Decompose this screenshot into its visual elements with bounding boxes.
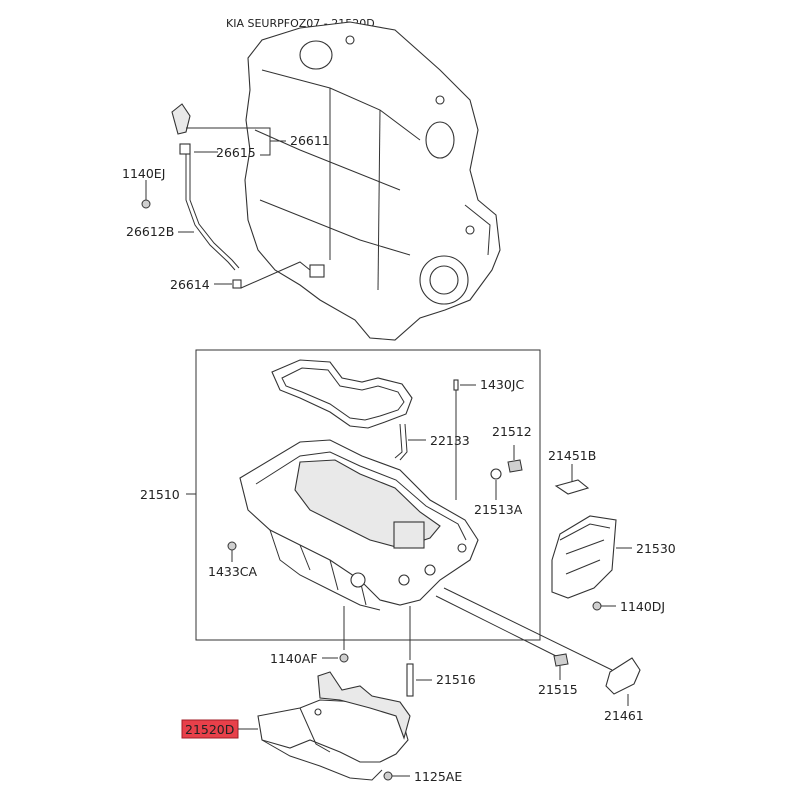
dipstick-assembly [141, 103, 242, 289]
drain-plug [507, 459, 523, 473]
stud-21516 [406, 663, 414, 697]
bolt-1140AF [339, 653, 349, 663]
label-21510[interactable]: 21510 [140, 487, 180, 502]
cover-21461 [605, 657, 641, 695]
label-1140AF[interactable]: 1140AF [270, 651, 318, 666]
engine-boss [309, 264, 325, 278]
label-21513A[interactable]: 21513A [474, 502, 523, 517]
label-1125AE[interactable]: 1125AE [414, 769, 462, 784]
label-21516[interactable]: 21516 [436, 672, 476, 687]
label-21512[interactable]: 21512 [492, 424, 532, 439]
label-26615[interactable]: 26615 [216, 145, 256, 160]
label-1430JC[interactable]: 1430JC [480, 377, 524, 392]
label-21530[interactable]: 21530 [636, 541, 676, 556]
oring-26614 [232, 279, 242, 289]
lower-cover-21520D [257, 671, 411, 781]
label-22133[interactable]: 22133 [430, 433, 470, 448]
label-21520D[interactable]: 21520D [185, 722, 234, 737]
engine-block [244, 21, 501, 341]
dipstick-tube [185, 154, 236, 271]
label-21515[interactable]: 21515 [538, 682, 578, 697]
label-26611[interactable]: 26611 [290, 133, 330, 148]
assembly-frame [195, 349, 541, 641]
dipstick-handle [171, 103, 191, 135]
dipstick-seal [179, 143, 191, 155]
cover-rib [317, 671, 411, 740]
label-1140DJ[interactable]: 1140DJ [620, 599, 665, 614]
oil-pan [239, 439, 479, 611]
baffle-plate-21530 [551, 515, 617, 599]
label-1140EJ[interactable]: 1140EJ [122, 166, 165, 181]
label-1433CA[interactable]: 1433CA [208, 564, 258, 579]
oil-strainer [393, 521, 425, 549]
label-26612B[interactable]: 26612B [126, 224, 174, 239]
label-21451B[interactable]: 21451B [548, 448, 596, 463]
plug-1433CA [227, 541, 237, 551]
baffle-21451B [554, 479, 590, 495]
drain-washer [490, 468, 502, 480]
plug-21515 [553, 653, 569, 667]
label-26614[interactable]: 26614 [170, 277, 210, 292]
gasket [271, 359, 413, 429]
bolt-1125AE [383, 771, 393, 781]
dowel-pin [453, 379, 459, 391]
bolt-1140EJ [141, 199, 151, 209]
bolt-1140DJ [592, 601, 602, 611]
label-21461[interactable]: 21461 [604, 708, 644, 723]
